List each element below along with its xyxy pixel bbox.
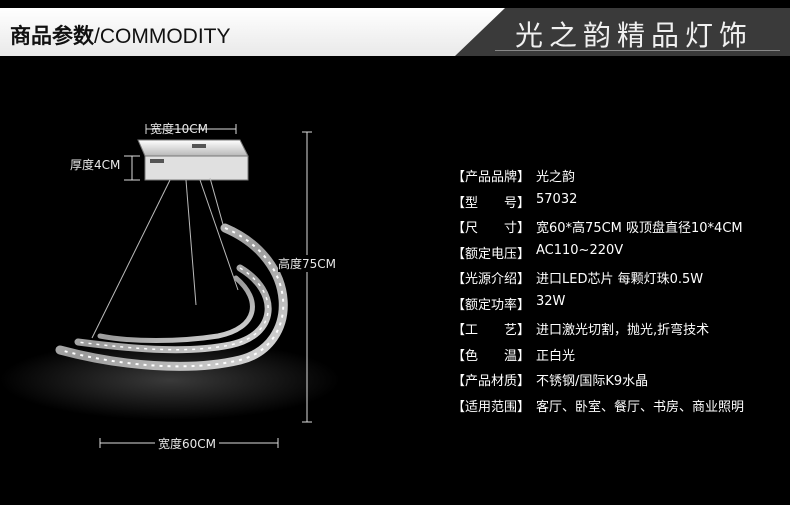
height-label: 高度75CM — [278, 255, 337, 272]
section-title-cn: 商品参数 — [10, 24, 94, 48]
spec-key: 【额定功率】 — [452, 297, 531, 313]
chandelier-drawing — [0, 124, 340, 448]
suspension-wires — [91, 177, 239, 339]
crystal-facets-middle — [77, 267, 269, 351]
spec-key: 【型 号】 — [452, 195, 531, 211]
product-illustration: 宽度10CM 厚度4CM 高度75CM 宽度60CM — [0, 60, 420, 505]
spec-value: 57032 — [536, 191, 578, 207]
spec-value: 进口激光切割，抛光,折弯技术 — [536, 323, 710, 338]
spec-key: 【光源介绍】 — [452, 272, 531, 287]
brand-tab — [455, 8, 790, 56]
section-title-en: /COMMODITY — [94, 25, 231, 48]
spec-key: 【尺 寸】 — [452, 221, 531, 236]
ceiling-plate — [137, 139, 249, 181]
dimension-lines — [99, 124, 312, 448]
thickness-label: 厚度4CM — [70, 158, 121, 172]
spec-key: 【产品材质】 — [452, 374, 531, 389]
spec-value: AC110~220V — [536, 242, 624, 258]
spec-key: 【产品品牌】 — [452, 170, 531, 185]
section-title: 商品参数/COMMODITY — [10, 20, 231, 50]
brand-name: 光之韵精品灯饰 — [515, 19, 754, 52]
spec-value: 正白光 — [536, 348, 576, 364]
crystal-arc-inner — [97, 275, 255, 343]
spec-key: 【适用范围】 — [452, 399, 531, 415]
spec-value: 客厅、卧室、餐厅、书房、商业照明 — [536, 399, 745, 415]
crystal-facets-outer — [59, 227, 285, 368]
spec-value: 32W — [536, 293, 566, 309]
spec-value: 光之韵 — [536, 170, 576, 185]
spec-key: 【工 艺】 — [452, 323, 531, 338]
brand-underline — [495, 14, 780, 51]
spec-value: 宽60*高75CM 吸顶盘直径10*4CM — [536, 221, 743, 236]
spec-value: 不锈钢/国际K9水晶 — [536, 374, 649, 389]
width-top-label: 宽度10CM — [150, 122, 209, 136]
spec-value: 进口LED芯片 每颗灯珠0.5W — [536, 272, 704, 287]
width-bottom-label: 宽度60CM — [155, 435, 220, 452]
spec-key: 【额定电压】 — [452, 246, 531, 262]
spec-key: 【色 温】 — [452, 348, 531, 364]
